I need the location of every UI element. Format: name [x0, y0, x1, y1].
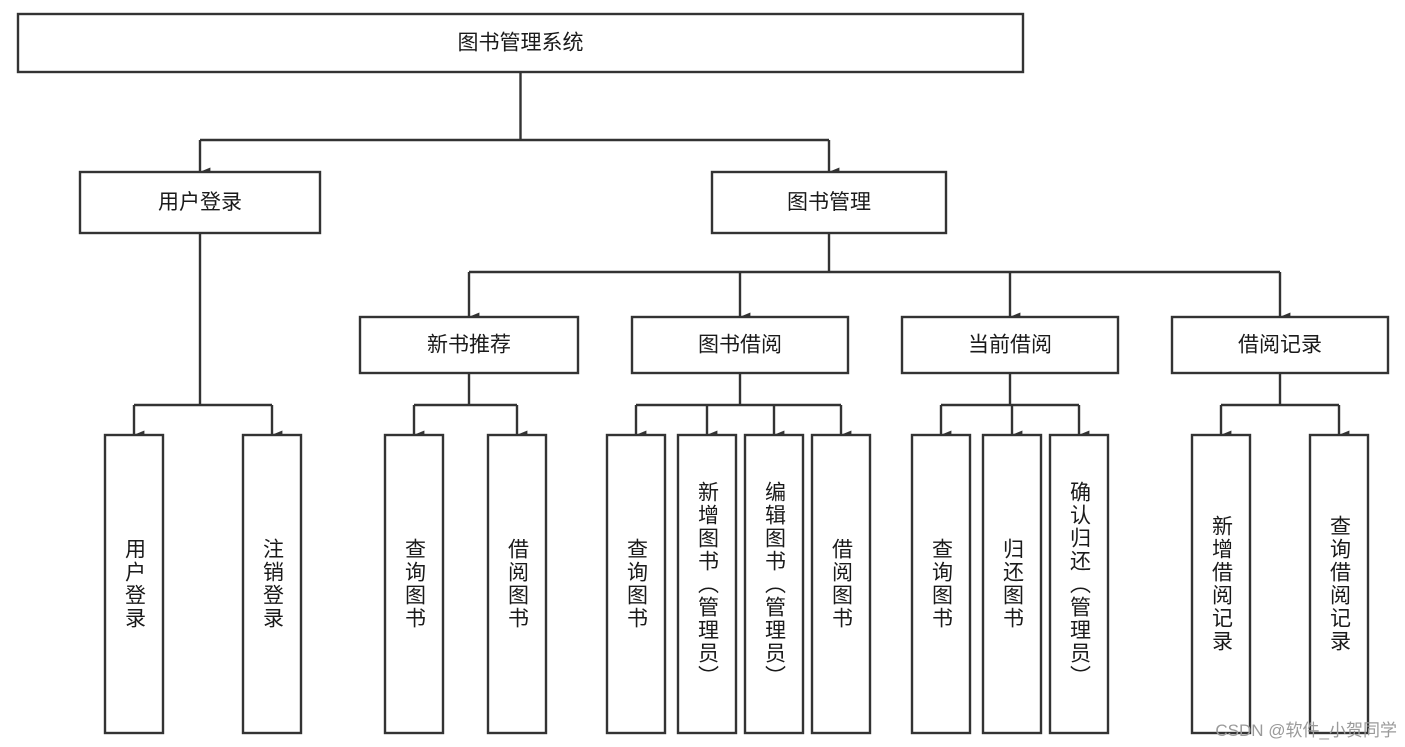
node-box-borrow-record[interactable] [1170, 315, 1390, 375]
node-box-leaf-user-login[interactable] [103, 433, 165, 735]
node-box-leaf-query-borrow-record[interactable] [1308, 433, 1370, 735]
node-label-user-login: 用户登录 [158, 191, 242, 214]
node-box-leaf-borrow-book-2[interactable] [810, 433, 872, 735]
node-box-leaf-add-book-admin[interactable] [676, 433, 738, 735]
node-label-borrow-record: 借阅记录 [1238, 334, 1322, 357]
node-label-book-manage: 图书管理 [787, 191, 871, 214]
node-label-current-borrow: 当前借阅 [968, 334, 1052, 357]
node-box-leaf-query-book-1[interactable] [383, 433, 445, 735]
node-box-book-borrow[interactable] [630, 315, 850, 375]
node-box-leaf-edit-book-admin[interactable] [743, 433, 805, 735]
node-box-new-book-recommend[interactable] [358, 315, 580, 375]
node-box-leaf-add-borrow-record[interactable] [1190, 433, 1252, 735]
node-box-current-borrow[interactable] [900, 315, 1120, 375]
node-box-root[interactable] [16, 12, 1025, 74]
node-label-root: 图书管理系统 [458, 32, 584, 55]
node-box-leaf-query-book-3[interactable] [910, 433, 972, 735]
node-label-book-borrow: 图书借阅 [698, 334, 782, 357]
node-box-user-login[interactable] [78, 170, 322, 235]
connector-layer [132, 72, 1350, 440]
node-box-leaf-return-book[interactable] [981, 433, 1043, 735]
node-box-leaf-borrow-book-1[interactable] [486, 433, 548, 735]
node-label-new-book-recommend: 新书推荐 [427, 334, 511, 357]
node-box-leaf-query-book-2[interactable] [605, 433, 667, 735]
node-box-book-manage[interactable] [710, 170, 948, 235]
node-box-leaf-logout[interactable] [241, 433, 303, 735]
node-box-layer [16, 12, 1390, 735]
node-box-leaf-confirm-return-admin[interactable] [1048, 433, 1110, 735]
watermark-text: CSDN @软件_小贺同学 [1215, 721, 1397, 740]
